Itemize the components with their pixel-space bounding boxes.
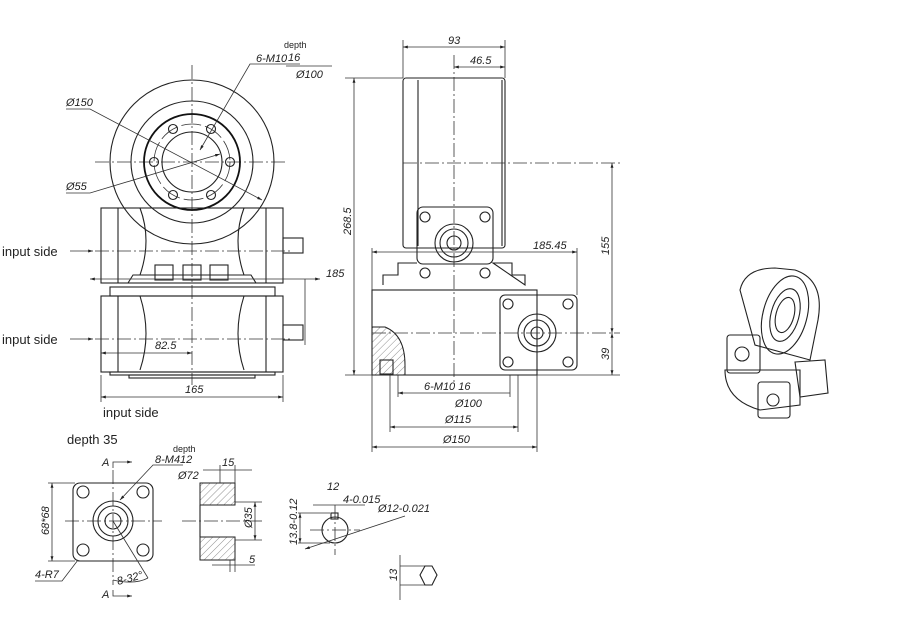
svg-text:4-0.015: 4-0.015 [343, 494, 381, 506]
svg-text:15: 15 [222, 457, 235, 469]
svg-text:268.5: 268.5 [342, 207, 354, 236]
side-view: 268.5 93 46.5 185.45 155 39 6-M10 16 Ø10… [342, 35, 620, 452]
svg-text:93: 93 [448, 35, 461, 47]
svg-text:8-M4: 8-M4 [155, 454, 180, 466]
svg-text:13.8-0.12: 13.8-0.12 [288, 499, 300, 545]
svg-text:165: 165 [185, 384, 204, 396]
front-view: 6-M10 depth 16 Ø100 Ø150 Ø55 185 82.5 16… [2, 40, 345, 420]
svg-text:depth: depth [284, 40, 307, 50]
svg-text:input side: input side [2, 332, 58, 347]
svg-text:82.5: 82.5 [155, 340, 177, 352]
shaft-detail: 13 [388, 555, 438, 600]
svg-text:Ø150: Ø150 [65, 97, 94, 109]
svg-text:Ø100: Ø100 [454, 398, 483, 410]
input-shaft-upper [282, 237, 304, 254]
svg-text:depth 35: depth 35 [67, 432, 118, 447]
svg-text:Ø35: Ø35 [243, 506, 255, 529]
svg-text:Ø100: Ø100 [295, 69, 324, 81]
svg-text:16: 16 [288, 52, 301, 64]
svg-text:Ø150: Ø150 [442, 434, 471, 446]
svg-text:Ø12-0.021: Ø12-0.021 [377, 503, 430, 515]
svg-text:185: 185 [326, 268, 345, 280]
svg-text:46.5: 46.5 [470, 55, 492, 67]
svg-text:155: 155 [600, 236, 612, 255]
svg-text:Ø55: Ø55 [65, 181, 88, 193]
svg-text:depth: depth [173, 444, 196, 454]
svg-text:185.45: 185.45 [533, 240, 568, 252]
svg-text:Ø115: Ø115 [444, 414, 472, 426]
svg-text:Ø72: Ø72 [177, 470, 199, 482]
keyway-detail: 12 4-0.015 Ø12-0.021 13.8-0.12 [288, 481, 430, 555]
svg-text:A: A [101, 457, 109, 469]
svg-text:input side: input side [103, 405, 159, 420]
svg-text:12: 12 [327, 481, 339, 493]
svg-text:68*68: 68*68 [40, 505, 52, 535]
isometric-view [724, 267, 829, 419]
svg-text:input side: input side [2, 244, 58, 259]
svg-text:6-M10 16: 6-M10 16 [424, 381, 471, 393]
svg-text:A: A [101, 589, 109, 601]
svg-text:13: 13 [388, 568, 400, 581]
svg-text:5: 5 [249, 554, 256, 566]
input-shaft-lower [282, 324, 304, 341]
motor-flange-view: depth 35 A A 68*68 8-M4 depth 12 Ø72 4-R… [35, 432, 199, 601]
svg-text:6-M10: 6-M10 [256, 53, 288, 65]
section-view: 15 Ø35 5 [182, 457, 262, 572]
outer-ring [109, 79, 275, 245]
bolt-holes [148, 123, 236, 201]
svg-text:39: 39 [600, 348, 612, 360]
svg-text:12: 12 [180, 454, 192, 466]
svg-text:8-32°: 8-32° [116, 569, 145, 588]
svg-text:4-R7: 4-R7 [35, 569, 60, 581]
